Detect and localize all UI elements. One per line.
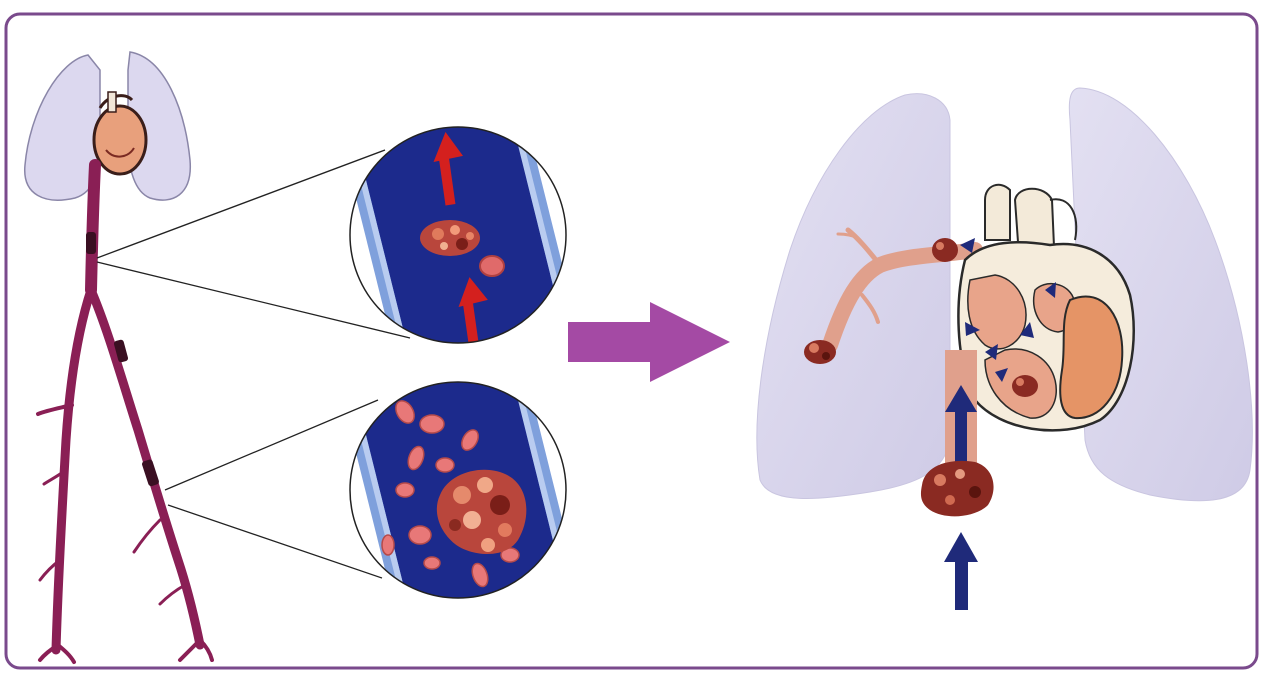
lodged-clot-bifurcation	[932, 238, 958, 262]
lodged-clot-heart	[1012, 375, 1038, 397]
clot-fragment	[420, 220, 480, 256]
vein-clot-upper	[86, 232, 96, 254]
incoming-clot	[921, 461, 994, 516]
lodged-clot-lung	[804, 340, 836, 364]
red-blood-cell	[480, 256, 504, 276]
